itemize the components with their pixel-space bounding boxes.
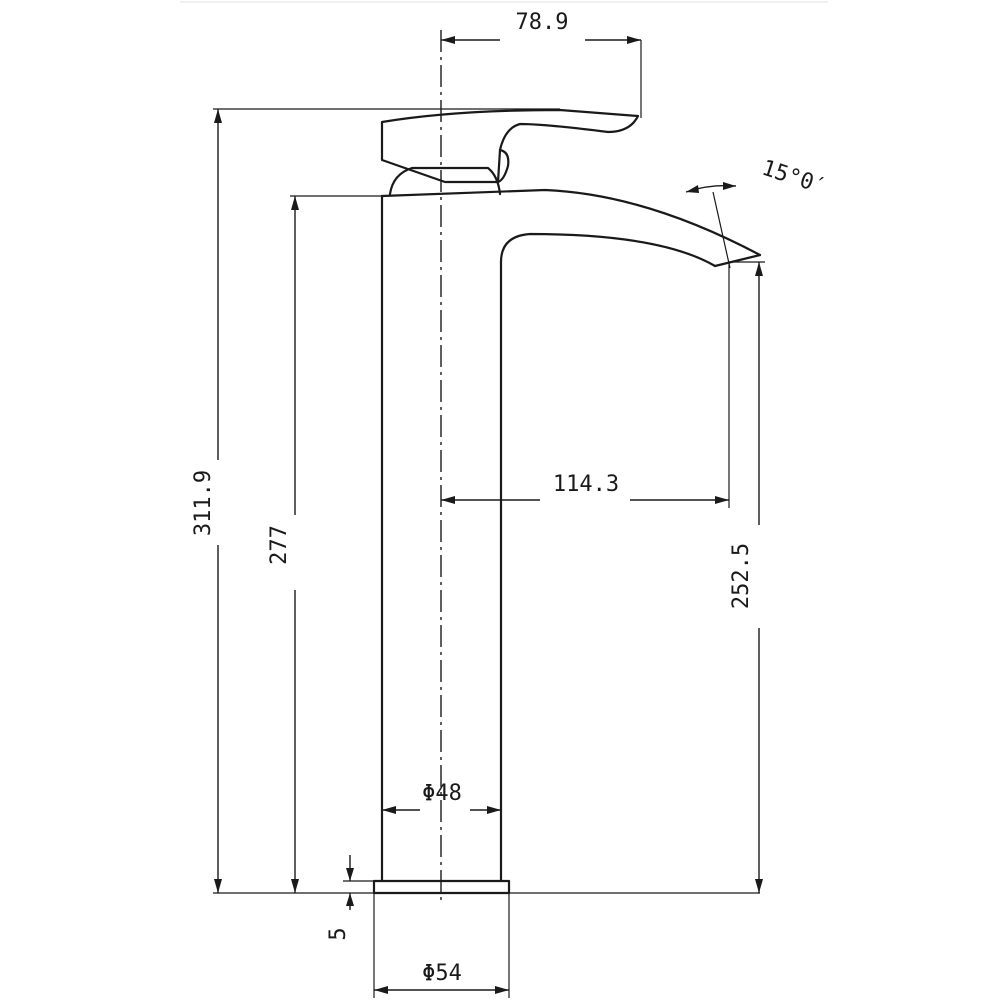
dim-spout-reach [441, 262, 730, 508]
spout-upper-edge [380, 188, 762, 257]
tap-outline [372, 108, 762, 895]
spout-underside [499, 232, 717, 268]
dim-body-diameter [382, 806, 501, 814]
dim-outlet-height [729, 261, 765, 893]
dim-body-height [290, 195, 382, 893]
dim-handle-reach [441, 36, 642, 118]
handle-reach-label: 78.9 [516, 10, 569, 35]
outlet-height-label: 252.5 [729, 543, 754, 609]
body-height-label: 277 [267, 525, 292, 565]
spout-tip [713, 253, 762, 268]
base-thickness-label: 5 [326, 927, 351, 940]
body-diameter-label: Φ48 [422, 781, 462, 806]
dim-tilt-angle [685, 182, 737, 269]
handle-body [380, 108, 640, 184]
spout-reach-label: 114.3 [553, 472, 619, 497]
dim-base-diameter [373, 893, 510, 998]
tilt-angle-label: 15°0′ [759, 156, 830, 200]
dim-overall-height [213, 108, 760, 894]
dim-base-thickness [343, 855, 374, 910]
handle-dome [388, 166, 502, 196]
handle-detail [496, 148, 510, 184]
overall-height-label: 311.9 [191, 470, 216, 536]
base-diameter-label: Φ54 [422, 961, 462, 986]
